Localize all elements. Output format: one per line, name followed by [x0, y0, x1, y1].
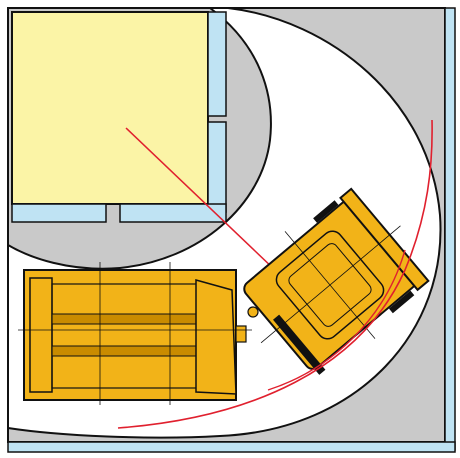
bottom-wall [7, 441, 456, 453]
rear-engine-bay [29, 277, 53, 393]
wall-segment [119, 203, 227, 223]
front-crossline [284, 231, 376, 339]
rear-axle-stub [235, 325, 247, 343]
turning-path-line [267, 249, 406, 391]
right-wall [444, 7, 456, 451]
rear-rail [51, 345, 203, 357]
articulation-joint [247, 306, 259, 318]
turning-path-line [117, 119, 433, 429]
wall-segment [207, 11, 227, 117]
loader-rear-frame [18, 262, 252, 405]
inner-room-block [11, 11, 209, 205]
rear-front-plate [195, 279, 237, 395]
loader-front-cab [243, 187, 430, 375]
rear-rail [51, 313, 203, 325]
front-dark-bar [273, 314, 326, 375]
wall-segments [11, 11, 227, 223]
wall-segment [11, 203, 107, 223]
front-dark-bar [388, 290, 415, 314]
front-dark-bar [313, 200, 339, 223]
wall-segment [207, 121, 227, 213]
front-centerline [260, 225, 401, 344]
